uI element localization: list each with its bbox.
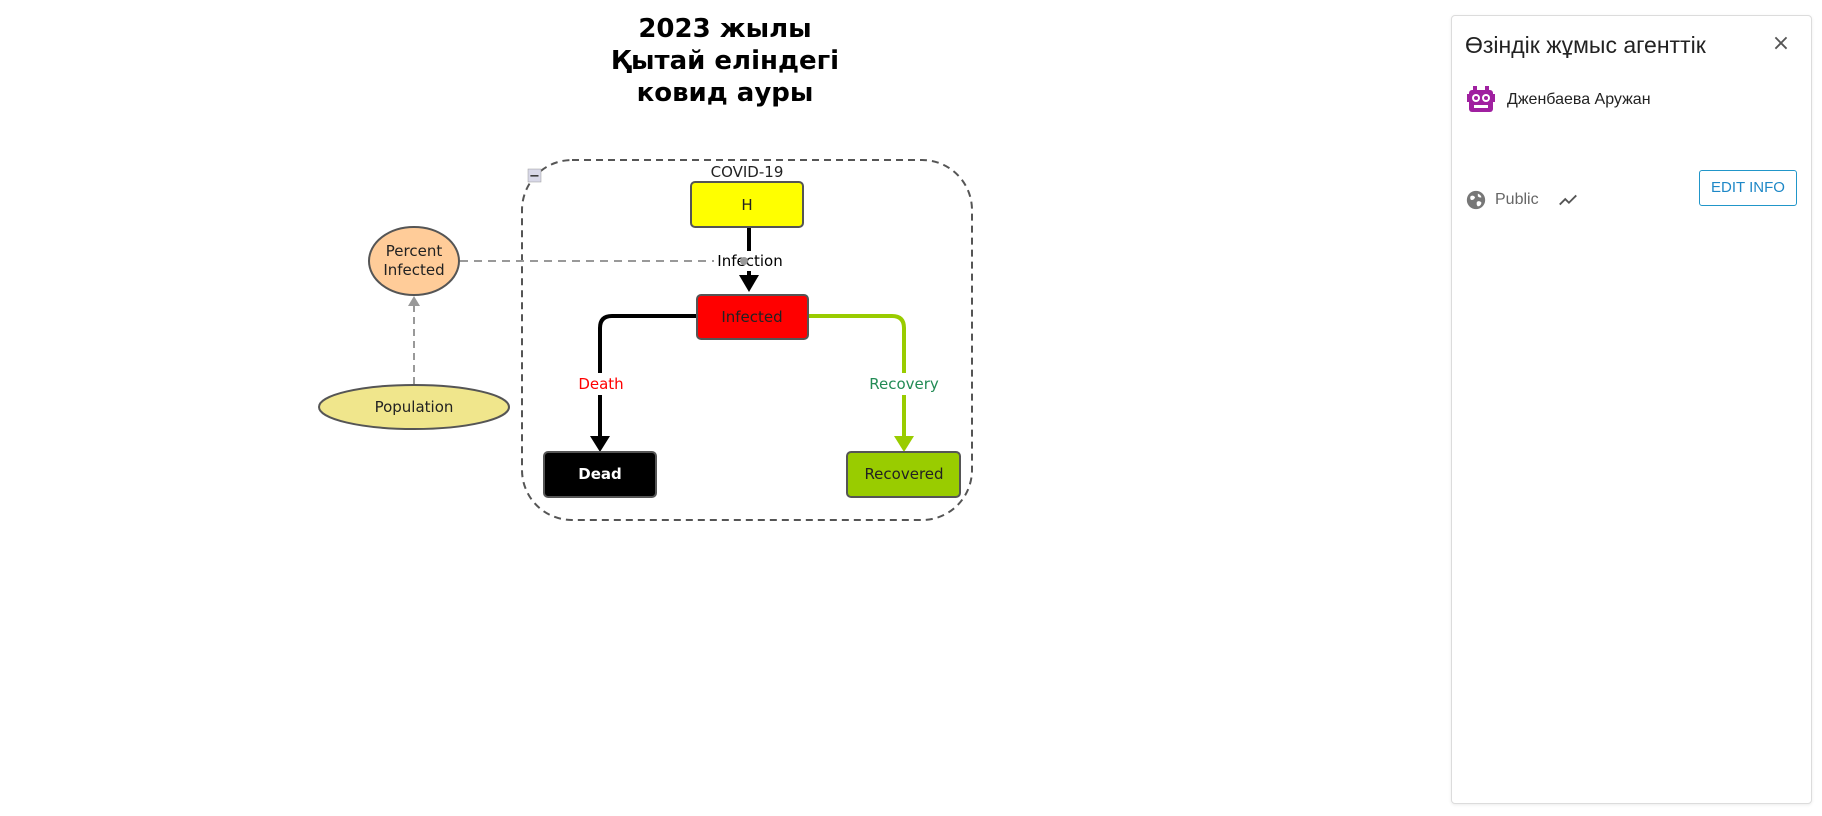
collapse-icon: − (529, 169, 540, 184)
flow-recovery[interactable] (808, 314, 906, 440)
close-icon[interactable]: × (1771, 31, 1791, 56)
flow-recovery-arrowhead (894, 436, 914, 452)
edit-info-button[interactable]: EDIT INFO (1699, 170, 1797, 206)
variable-percent-infected-label-1: Percent (386, 242, 443, 260)
flow-death-arrowhead (590, 436, 610, 452)
stock-recovered[interactable] (846, 451, 961, 498)
panel-title: Өзіндік жұмыс агенттік (1465, 32, 1706, 58)
variable-population-label: Population (375, 398, 454, 416)
author-row[interactable]: Дженбаева Аружан (1465, 84, 1651, 116)
trending-icon[interactable] (1557, 189, 1579, 211)
diagram-canvas[interactable]: COVID-19 − H Infection Infected Death Re… (0, 0, 1440, 816)
link-arrowhead-up (408, 296, 420, 306)
variable-percent-infected-label-2: Infected (383, 261, 444, 279)
flow-death-label: Death (578, 375, 623, 393)
flow-death[interactable] (598, 314, 697, 440)
variable-population[interactable] (318, 384, 510, 430)
stock-recovered-label: Recovered (864, 465, 943, 483)
diagram-title-line-1: 2023 жылы (638, 14, 812, 44)
visibility-row: Public (1465, 189, 1579, 211)
flow-infection-label-bg (714, 251, 786, 271)
stock-h[interactable] (690, 181, 804, 228)
stock-dead[interactable] (543, 451, 657, 498)
flow-infection-arrowhead (739, 275, 759, 292)
flow-death-label-bg (576, 373, 626, 395)
group-label: COVID-19 (711, 163, 784, 181)
stock-infected[interactable] (696, 294, 809, 340)
stock-dead-label: Dead (578, 465, 621, 483)
flow-recovery-label: Recovery (869, 375, 939, 393)
stock-h-label: H (741, 196, 752, 214)
avatar-icon[interactable] (1465, 84, 1497, 116)
covid-group-box[interactable] (521, 159, 973, 521)
stock-infected-label: Infected (721, 308, 782, 326)
globe-icon (1466, 190, 1486, 210)
diagram-title-line-3: ковид ауры (636, 78, 814, 108)
flow-recovery-label-bg (868, 373, 940, 395)
info-panel: Өзіндік жұмыс агенттік × Дженбаева Аружа… (1451, 15, 1812, 804)
collapse-group-button[interactable]: − (527, 168, 542, 184)
variable-percent-infected[interactable] (368, 226, 460, 296)
diagram-title-line-2: Қытай еліндегі (610, 46, 840, 76)
flow-infection-label: Infection (717, 252, 782, 270)
flow-connector-dot (740, 257, 748, 265)
author-name[interactable]: Дженбаева Аружан (1507, 91, 1651, 108)
visibility-label: Public (1495, 191, 1539, 208)
